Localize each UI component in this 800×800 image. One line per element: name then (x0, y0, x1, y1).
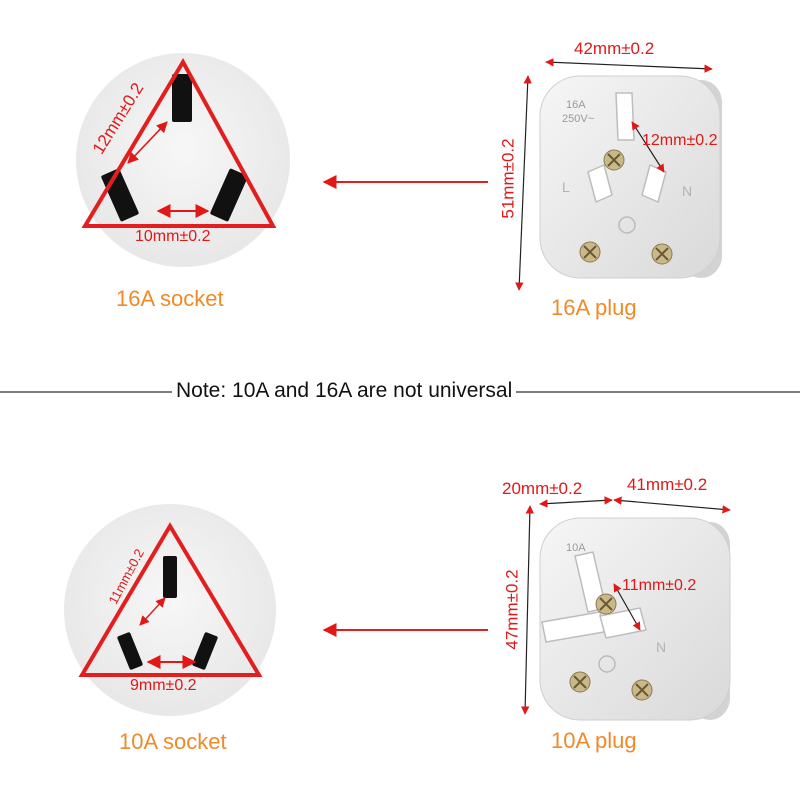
screw-slot (607, 153, 621, 167)
plug-10a-height-label: 47mm±0.2 (502, 569, 522, 650)
plug-10a-rating-label-1: 10A (566, 542, 586, 554)
plug-16a-pin-spacing-line (631, 121, 665, 173)
plug-16a-height-label: 51mm±0.2 (498, 138, 518, 219)
plug-10a-offset-dim-line (539, 496, 613, 508)
screw-slot (655, 247, 669, 261)
socket-16a-bottom-spacing-label: 10mm±0.2 (135, 228, 211, 245)
plug-10a-width-dim-line (613, 496, 731, 514)
plug-10a-pin-spacing-line (613, 583, 641, 631)
plug-16a-pin-spacing-label: 12mm±0.2 (642, 132, 718, 149)
plug-16a-left-pin (587, 163, 613, 204)
socket-10a-top-pin (163, 556, 177, 598)
screw-slot (583, 245, 597, 259)
socket-16a-right-pin (210, 168, 248, 222)
socket-10a-pin-spacing-arrow (139, 597, 166, 626)
socket-16a-top-pin (172, 74, 192, 122)
screw-slot (573, 675, 587, 689)
socket-16a-caption: 16A socket (116, 286, 224, 311)
plug-16a-body (539, 75, 721, 279)
screw-slot (599, 597, 613, 611)
plug-16a-width-label: 42mm±0.2 (574, 39, 655, 58)
plug-16a-height-dim-line (515, 75, 532, 291)
plug-16a-width-dim-line (545, 58, 713, 73)
plug-16a-rating-label-1: 16A (566, 99, 586, 111)
plug-16a-terminal-left: L (562, 179, 570, 195)
plug-10a-height-dim-line (520, 505, 535, 715)
plug-16a-rating-label-2: 250V~ (562, 113, 595, 125)
plug-10a-pin-spacing-label: 11mm±0.2 (622, 577, 697, 594)
socket-16a-pin-spacing-arrow (127, 121, 168, 164)
plug-16a-ccc-mark (618, 216, 636, 234)
plug-10a-ccc-mark (598, 655, 616, 673)
plug-16a-terminal-right: N (682, 183, 693, 199)
socket-10a-right-pin (192, 632, 218, 670)
socket-10a-face (64, 504, 276, 716)
socket-10a-bottom-spacing-label: 9mm±0.2 (130, 677, 197, 694)
plug-10a-terminal-right: N (656, 639, 667, 655)
socket-10a-triangle (78, 522, 263, 677)
socket-10a-left-pin (117, 632, 143, 670)
screw-slot (635, 683, 649, 697)
socket-10a-caption: 10A socket (119, 729, 227, 754)
plug-10a-caption: 10A plug (551, 728, 637, 753)
plug-10a-width-label: 41mm±0.2 (627, 475, 708, 494)
plug-10a-offset-label: 20mm±0.2 (502, 479, 583, 498)
compatibility-note: Note: 10A and 16A are not universal (172, 380, 517, 401)
plug-16a-top-pin (615, 92, 635, 141)
plug-16a-caption: 16A plug (551, 295, 637, 320)
